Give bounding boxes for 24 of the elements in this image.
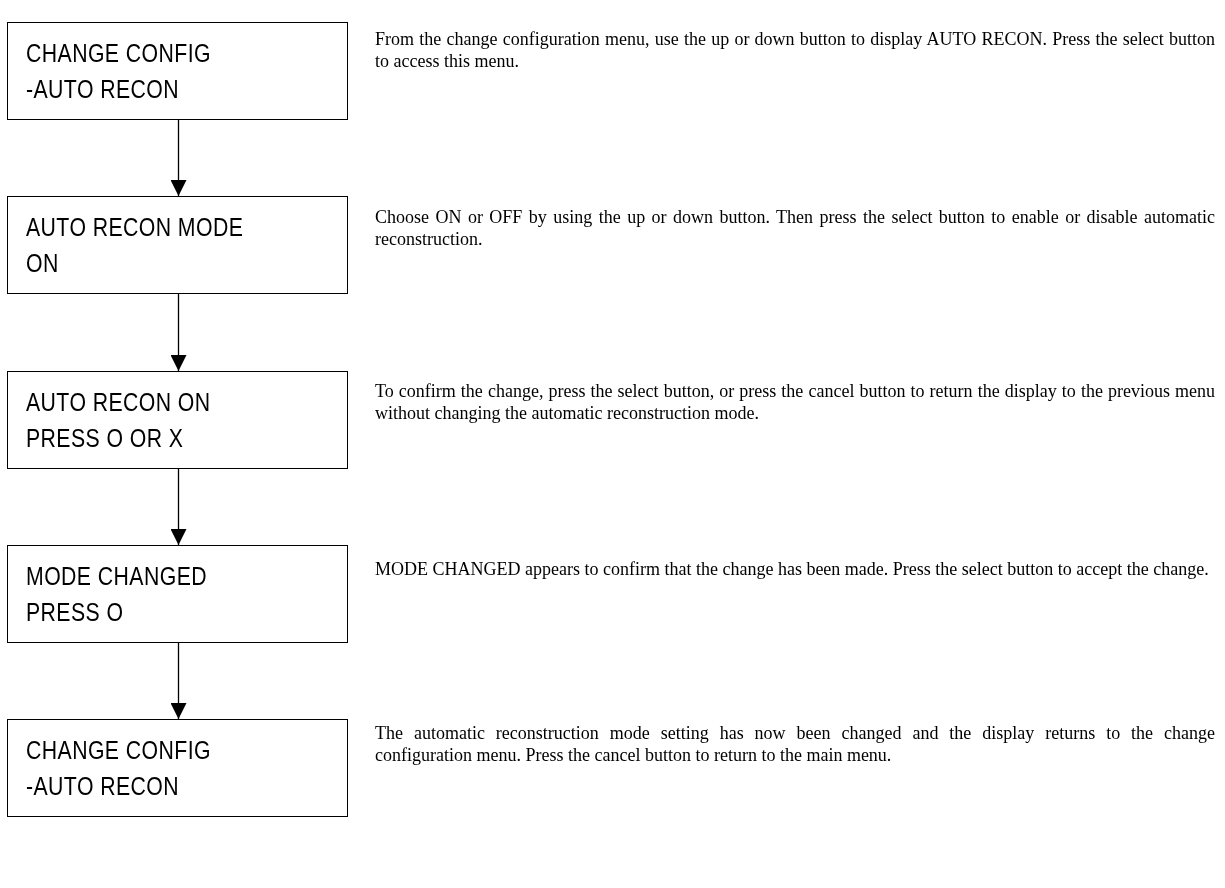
arrow xyxy=(170,119,187,197)
step-description: Choose ON or OFF by using the up or down button. Then press the select button to enable or disable automatic reconstruction. xyxy=(375,206,1215,250)
display-text: AUTO RECON MODE xyxy=(26,212,245,242)
step-description: To confirm the change, press the select button, or press the cancel button to return the display to the previous menu without changing the automatic reconstruction mode. xyxy=(375,380,1215,424)
display-box xyxy=(7,719,348,817)
display-text: MODE CHANGED xyxy=(26,561,208,591)
display-box xyxy=(7,22,348,120)
arrow xyxy=(170,293,187,372)
display-text: -AUTO RECON xyxy=(26,771,181,801)
display-box xyxy=(7,545,348,643)
display-box xyxy=(7,196,348,294)
display-text: AUTO RECON ON xyxy=(26,387,212,417)
arrow xyxy=(170,642,187,720)
step-description: The automatic reconstruction mode setting has now been changed and the display returns to the change configuration menu. Press the cancel button to return to the main menu. xyxy=(375,722,1215,766)
step-description: From the change configuration menu, use the up or down button to display AUTO RECON. Press the select button to access this menu. xyxy=(375,28,1215,72)
display-text: CHANGE CONFIG xyxy=(26,735,212,765)
display-box xyxy=(7,371,348,469)
display-text: CHANGE CONFIG xyxy=(26,38,212,68)
display-text: PRESS O OR X xyxy=(26,423,185,453)
display-text: ON xyxy=(26,248,60,278)
display-text: PRESS O xyxy=(26,597,125,627)
display-text: -AUTO RECON xyxy=(26,74,181,104)
step-description: MODE CHANGED appears to confirm that the change has been made. Press the select button to accept the change. xyxy=(375,558,1210,580)
arrow xyxy=(170,468,187,546)
